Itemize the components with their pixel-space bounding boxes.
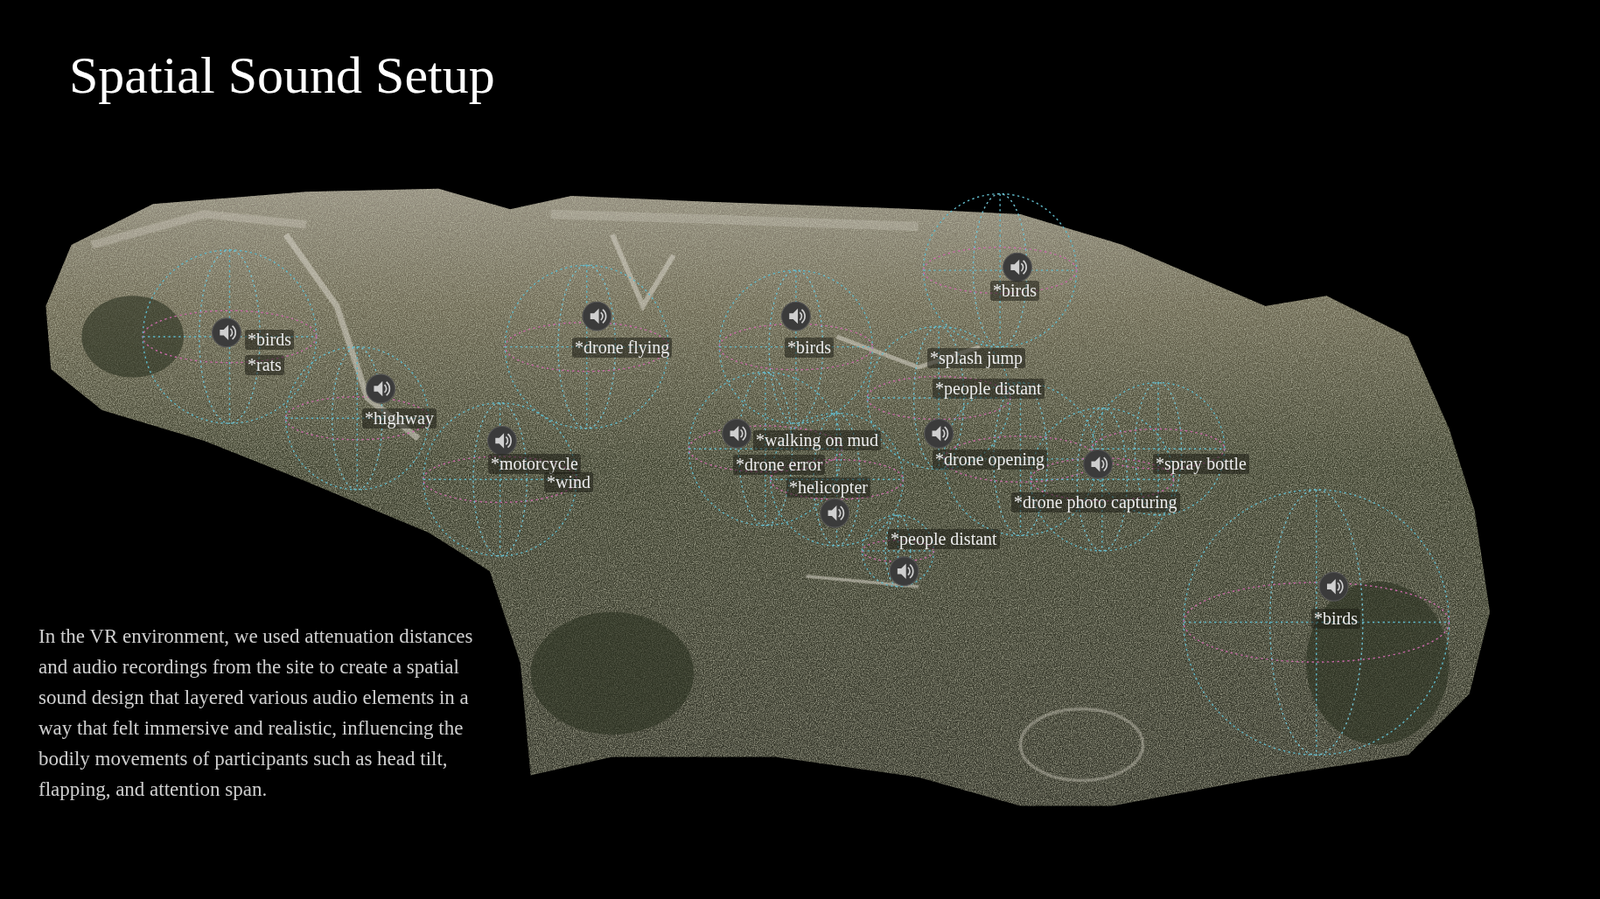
sound-source-label: *spray bottle [1152, 454, 1250, 475]
sound-source-label: *splash jump [927, 348, 1026, 369]
speaker-icon [582, 301, 612, 331]
sound-source-label: *people distant [887, 529, 1000, 550]
sound-source-label: *people distant [932, 378, 1045, 399]
sound-source-label: *drone photo capturing [1011, 492, 1181, 513]
attenuation-sphere [923, 194, 1077, 348]
sound-source-label: *drone opening [932, 449, 1048, 470]
speaker-icon [1083, 449, 1113, 479]
speaker-icon [781, 301, 811, 331]
sound-source-label: *rats [244, 355, 285, 376]
speaker-icon [722, 419, 752, 448]
sound-source-label: *birds [1311, 608, 1361, 629]
sound-source-label: *wind [544, 472, 594, 493]
page-title: Spatial Sound Setup [69, 43, 496, 107]
speaker-icon [924, 419, 954, 448]
speaker-icon [1003, 252, 1033, 282]
speaker-icon [820, 498, 850, 528]
speaker-icon [889, 557, 919, 587]
sound-source-label: *helicopter [786, 477, 871, 498]
sound-source-label: *drone flying [572, 337, 672, 358]
attenuation-sphere [1183, 489, 1449, 755]
sound-source-label: *drone error [733, 454, 825, 476]
sound-source-label: *birds [244, 329, 294, 350]
speaker-icon [366, 374, 396, 404]
attenuation-sphere [142, 250, 316, 424]
caption-text: In the VR environment, we used attenuati… [38, 621, 476, 805]
speaker-icon [488, 426, 518, 456]
attenuation-sphere [1030, 408, 1174, 552]
attenuation-sphere [719, 270, 873, 424]
sound-source-label: *motorcycle [488, 454, 581, 475]
sound-source-label: *highway [362, 408, 437, 429]
speaker-icon [1319, 572, 1349, 601]
sound-source-label: *birds [784, 337, 834, 358]
speaker-icon [212, 318, 242, 348]
attenuation-sphere [862, 515, 935, 587]
sound-source-label: *walking on mud [753, 430, 881, 451]
sound-source-label: *birds [990, 280, 1040, 301]
